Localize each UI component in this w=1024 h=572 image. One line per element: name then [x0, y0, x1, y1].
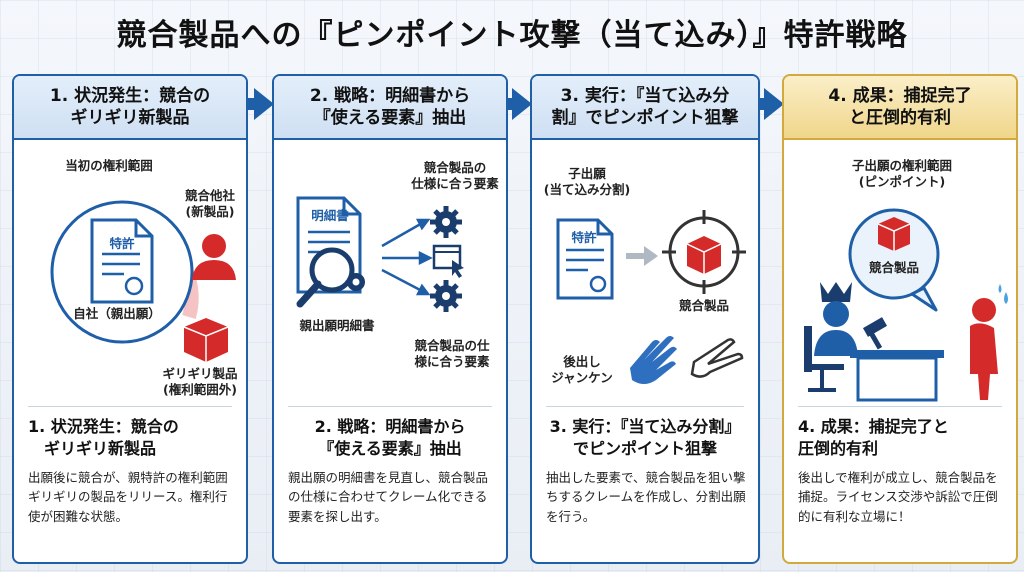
gear-top-icon [430, 206, 462, 238]
step-3-header-text: 3. 実行：『当て込み分 割』でピンポイント狙撃 [551, 85, 739, 128]
child-scope-label: 子出願の権利範囲 (ピンポイント) [851, 158, 952, 190]
step-arrow-3 [764, 88, 784, 120]
desk-icon [850, 350, 944, 402]
step-arrow-1-stem [248, 98, 256, 110]
step-3-header: 3. 実行：『当て込み分 割』でピンポイント狙撃 [532, 76, 758, 140]
step-1-subtitle: 1. 状況発生：競合の ギリギリ新製品 [28, 417, 179, 458]
step-panel-2: 2. 戦略：明細書から 『使える要素』抽出 [272, 74, 508, 564]
competitor-label: 競合他社 (新製品) [184, 188, 235, 220]
step-4-illustration: 子出願の権利範囲 (ピンポイント) 競合製品 [784, 142, 1016, 412]
step-arrow-3-stem [760, 98, 766, 110]
step-1-illustration: 当初の権利範囲 特許 競合他社 (新製品) 自社（親出願） ギリギリ製品 (権利… [14, 142, 246, 412]
gear-small-icon [347, 273, 365, 291]
step-1-diagram [50, 200, 236, 362]
chair-icon [804, 326, 844, 392]
step-arrow-1 [254, 88, 274, 120]
step-3-divider [546, 406, 744, 407]
step-4-diagram [804, 208, 1008, 402]
step-1-description: 出願後に競合が、親特許の権利範囲ギリギリの製品をリリース。権利行使が困難な状態。 [28, 470, 228, 524]
sweat-drop-icon [998, 284, 1008, 304]
defeated-person-icon [970, 298, 998, 400]
page-title: 競合製品への『ピンポイント攻撃（当て込み）』特許戦略 [116, 18, 908, 53]
child-application-label: 子出願 (当て込み分割) [543, 166, 631, 198]
arrow-right-icon [626, 246, 658, 266]
parent-spec-label: 親出願明細書 [299, 318, 375, 333]
step-1-header-text: 1. 状況発生：競合の ギリギリ新製品 [49, 85, 211, 128]
crown-icon [820, 282, 852, 302]
gear-bottom-icon [430, 280, 462, 312]
step-4-header-text: 4. 成果：捕捉完了 と圧倒的有利 [828, 85, 972, 128]
window-cursor-icon [432, 244, 464, 278]
step-2-header: 2. 戦略：明細書から 『使える要素』抽出 [274, 76, 506, 140]
scope-label: 当初の権利範囲 [65, 158, 153, 173]
edge-product-label: ギリギリ製品 (権利範囲外) [162, 366, 238, 398]
own-company-label: 自社（親出願） [73, 306, 161, 321]
step-2-subtitle: 2. 戦略：明細書から 『使える要素』抽出 [314, 417, 466, 458]
janken-label: 後出し ジャンケン [551, 354, 613, 386]
step-panel-3: 3. 実行：『当て込み分 割』でピンポイント狙撃 [530, 74, 760, 564]
step-arrow-2-stem [508, 98, 514, 110]
winner-person-icon [814, 301, 858, 356]
extraction-arrows [381, 218, 433, 296]
child-patent-doc-icon [556, 218, 614, 300]
step-3-illustration: 子出願 (当て込み分割) 特許 競合製品 後出し ジャンケン [532, 142, 758, 412]
scissors-hand-icon [690, 338, 744, 378]
step-1-divider [28, 406, 232, 407]
step-4-divider [798, 406, 1002, 407]
step-2-divider [288, 406, 492, 407]
step-4-description: 後出しで権利が成立し、競合製品を捕捉。ライセンス交渉や訴訟で圧倒的に有利な立場に… [798, 470, 998, 524]
child-doc-label: 特許 [571, 230, 597, 245]
step-arrow-2 [512, 88, 532, 120]
step-4-subtitle: 4. 成果：捕捉完了と 圧倒的有利 [798, 417, 949, 458]
speech-bubble-icon [848, 208, 940, 312]
product-box-icon [183, 318, 229, 362]
step-1-header: 1. 状況発生：競合の ギリギリ新製品 [14, 76, 246, 140]
patent-doc-icon [90, 218, 154, 304]
step-2-description: 親出願の明細書を見直し、競合製品の仕様に合わせてクレーム化できる要素を探し出す。 [288, 470, 489, 524]
step-4-header: 4. 成果：捕捉完了 と圧倒的有利 [784, 76, 1016, 140]
step-2-illustration: 明細書 競合製品の 仕様に合う要素 親出願明細書 競合製品の仕 様に合う要素 [274, 142, 506, 412]
step-3-description: 抽出した要素で、競合製品を狙い撃ちするクレームを作成し、分割出願を行う。 [546, 470, 746, 524]
paper-hand-icon [630, 336, 677, 384]
crosshair-target-icon [662, 210, 746, 294]
target-product-label: 競合製品 [678, 298, 729, 313]
step-3-diagram [556, 210, 746, 384]
step-panel-1: 1. 状況発生：競合の ギリギリ新製品 当初の権利 [12, 74, 248, 564]
magnifier-icon [296, 247, 355, 308]
element-top-label: 競合製品の 仕様に合う要素 [411, 160, 499, 192]
captured-product-label: 競合製品 [868, 260, 919, 275]
element-bottom-label: 競合製品の仕 様に合う要素 [414, 338, 490, 370]
step-2-header-text: 2. 戦略：明細書から 『使える要素』抽出 [309, 85, 471, 128]
competitor-person-icon [192, 234, 236, 280]
step-panel-4: 4. 成果：捕捉完了 と圧倒的有利 [782, 74, 1018, 564]
patent-doc-label: 特許 [109, 236, 135, 251]
step-3-subtitle: 3. 実行：『当て込み分割』 でピンポイント狙撃 [549, 417, 741, 458]
step-2-diagram [296, 196, 464, 312]
gavel-icon [862, 317, 888, 350]
spec-doc-label: 明細書 [311, 208, 349, 223]
